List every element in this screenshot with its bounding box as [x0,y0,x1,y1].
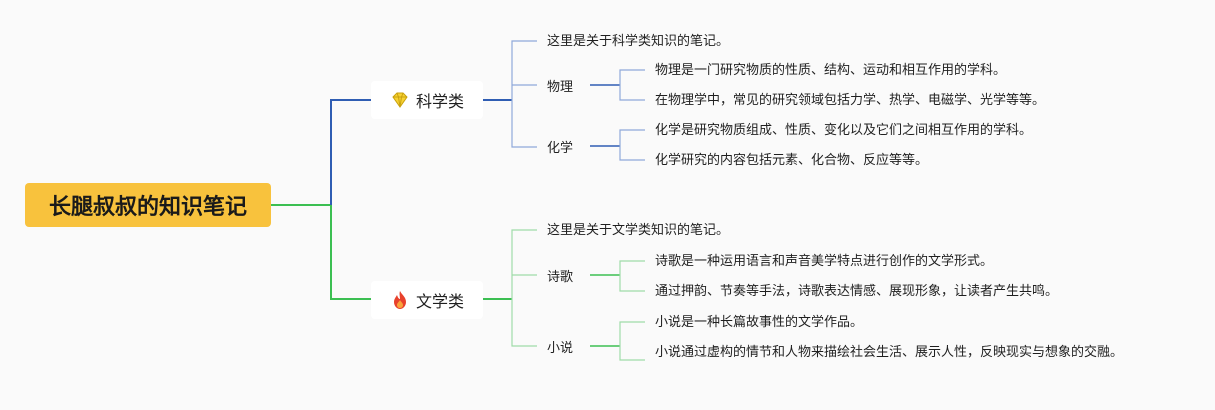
gem-icon [390,90,410,110]
physics-item-1[interactable]: 物理是一门研究物质的性质、结构、运动和相互作用的学科。 [655,63,1007,78]
root-label: 长腿叔叔的知识笔记 [48,195,247,220]
science-bracket [511,40,537,148]
science-intro[interactable]: 这里是关于科学类知识的笔记。 [547,34,730,49]
physics-item-2[interactable]: 在物理学中，常见的研究领域包括力学、热学、电磁学、光学等等。 [655,93,1046,108]
root-node[interactable]: 长腿叔叔的知识笔记 [25,183,271,227]
literature-connector [330,205,371,300]
physics-bracket [619,69,645,101]
branch-label: 科学类 [415,92,464,111]
chemistry-item-2[interactable]: 化学研究的内容包括元素、化合物、反应等等。 [655,153,929,168]
branch-science[interactable]: 科学类 [371,81,483,119]
poetry-item-2[interactable]: 通过押韵、节奏等手法，诗歌表达情感、展现形象，让读者产生共鸣。 [655,284,1059,299]
chemistry-bracket [619,129,645,161]
novel-bracket [619,321,645,361]
sub-novel[interactable]: 小说 [547,341,574,356]
literature-bracket [511,229,537,347]
poetry-bracket [619,260,645,292]
science-connector [330,99,371,205]
branch-literature[interactable]: 文学类 [371,281,483,319]
branch-label: 文学类 [415,292,464,311]
novel-item-1[interactable]: 小说是一种长篇故事性的文学作品。 [655,315,864,330]
sub-poetry[interactable]: 诗歌 [547,270,574,285]
fire-icon [390,290,410,310]
novel-item-2[interactable]: 小说通过虚构的情节和人物来描绘社会生活、展示人性，反映现实与想象的交融。 [655,345,1124,360]
literature-intro[interactable]: 这里是关于文学类知识的笔记。 [547,223,730,238]
sub-chemistry[interactable]: 化学 [547,141,574,156]
chemistry-item-1[interactable]: 化学是研究物质组成、性质、变化以及它们之间相互作用的学科。 [655,123,1033,138]
sub-physics[interactable]: 物理 [547,80,574,95]
poetry-item-1[interactable]: 诗歌是一种运用语言和声音美学特点进行创作的文学形式。 [655,254,994,269]
